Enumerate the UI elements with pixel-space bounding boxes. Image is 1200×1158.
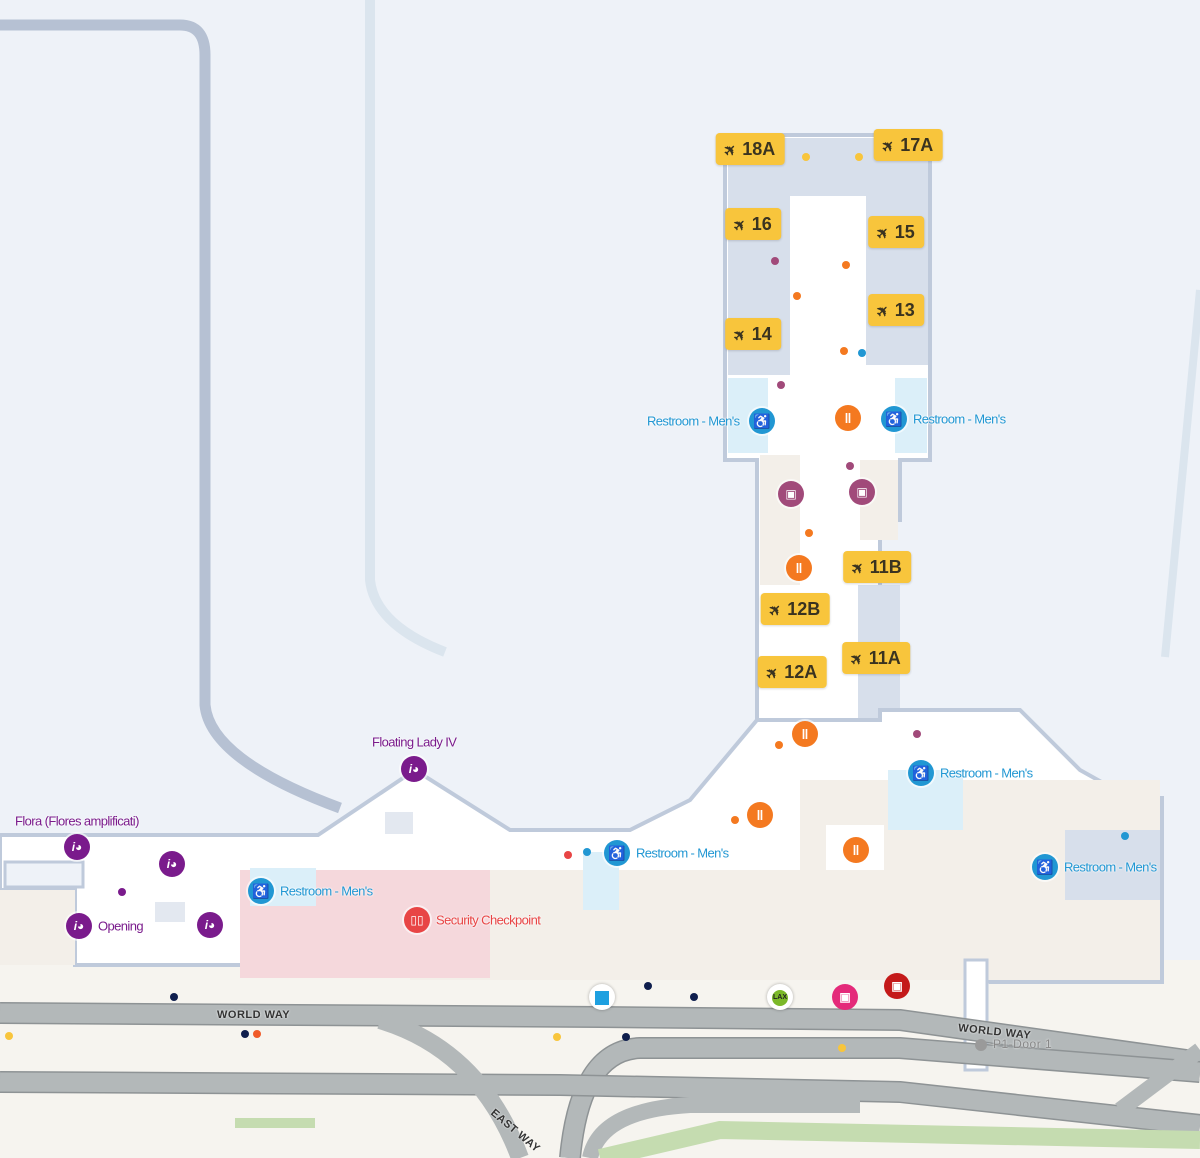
restroom-label[interactable]: Restroom - Men's	[280, 883, 373, 899]
walkway	[3, 860, 85, 889]
restroom-men-icon[interactable]: ♿	[749, 408, 775, 434]
bus-icon[interactable]: ▣	[884, 973, 910, 999]
poi-dot[interactable]	[1121, 832, 1129, 840]
fork-knife-icon[interactable]: ǁ	[792, 721, 818, 747]
gate-18a[interactable]: ✈18A	[715, 133, 785, 165]
gate-12b[interactable]: ✈12B	[760, 593, 830, 625]
restroom-label[interactable]: Restroom - Men's	[647, 413, 740, 429]
shuttle-bus-icon[interactable]: ▣	[832, 984, 858, 1010]
restroom-label[interactable]: Restroom - Men's	[636, 845, 729, 861]
poi-dot[interactable]	[241, 1030, 249, 1038]
art-label-flora[interactable]: Flora (Flores amplificati)	[15, 813, 139, 829]
poi-dot[interactable]	[793, 292, 801, 300]
art-palette-icon[interactable]: i◕	[197, 912, 223, 938]
art-palette-icon[interactable]: i◕	[66, 913, 92, 939]
restroom-men-icon[interactable]: ♿	[881, 406, 907, 432]
poi-dot[interactable]	[731, 816, 739, 824]
fork-knife-icon[interactable]: ǁ	[843, 837, 869, 863]
art-palette-icon[interactable]: i◕	[64, 834, 90, 860]
kiosk	[385, 812, 413, 834]
fork-knife-icon[interactable]: ǁ	[786, 555, 812, 581]
poi-dot[interactable]	[858, 349, 866, 357]
poi-dot[interactable]	[564, 851, 572, 859]
gate-16[interactable]: ✈16	[725, 208, 781, 240]
green-area	[235, 1118, 315, 1128]
shopping-icon[interactable]: ▣	[778, 481, 804, 507]
door-label[interactable]: P1-Door 1	[993, 1037, 1053, 1051]
security-checkpoint-icon[interactable]: ▯▯	[404, 907, 430, 933]
poi-dot[interactable]	[644, 982, 652, 990]
restroom-label[interactable]: Restroom - Men's	[940, 765, 1033, 781]
road	[377, 1011, 529, 1158]
poi-dot[interactable]	[777, 381, 785, 389]
art-palette-icon[interactable]: i◕	[401, 756, 427, 782]
gate-13[interactable]: ✈13	[868, 294, 924, 326]
poi-dot[interactable]	[253, 1030, 261, 1038]
door-marker[interactable]	[975, 1039, 987, 1051]
road-label-world-way: WORLD WAY	[217, 1009, 291, 1021]
poi-dot[interactable]	[802, 153, 810, 161]
poi-dot[interactable]	[553, 1033, 561, 1041]
flyaway-bus-icon[interactable]	[589, 984, 615, 1010]
poi-dot[interactable]	[771, 257, 779, 265]
poi-dot[interactable]	[842, 261, 850, 269]
road	[560, 1038, 1200, 1158]
shopping-icon[interactable]: ▣	[849, 479, 875, 505]
restroom-label[interactable]: Restroom - Men's	[913, 411, 1006, 427]
restroom-men-icon[interactable]: ♿	[248, 878, 274, 904]
road	[0, 1072, 1200, 1135]
restroom-label[interactable]: Restroom - Men's	[1064, 859, 1157, 875]
poi-dot[interactable]	[690, 993, 698, 1001]
road	[582, 1097, 860, 1158]
poi-dot[interactable]	[840, 347, 848, 355]
poi-dot[interactable]	[846, 462, 854, 470]
restroom-men-icon[interactable]: ♿	[908, 760, 934, 786]
restroom-men-icon[interactable]: ♿	[1032, 854, 1058, 880]
poi-dot[interactable]	[622, 1033, 630, 1041]
poi-dot[interactable]	[855, 153, 863, 161]
poi-dot[interactable]	[170, 993, 178, 1001]
service-area	[0, 890, 75, 965]
poi-dot[interactable]	[118, 888, 126, 896]
fork-knife-icon[interactable]: ǁ	[835, 405, 861, 431]
kiosk	[155, 902, 185, 922]
green-area	[597, 1120, 1200, 1158]
poi-dot[interactable]	[913, 730, 921, 738]
restroom-men-icon[interactable]: ♿	[604, 840, 630, 866]
road	[0, 1003, 1200, 1072]
taxi-line	[1161, 289, 1200, 658]
service-area	[410, 870, 1160, 980]
poi-dot[interactable]	[583, 848, 591, 856]
poi-dot[interactable]	[805, 529, 813, 537]
road	[1115, 1043, 1200, 1117]
gate-12a[interactable]: ✈12A	[757, 656, 827, 688]
gate-14[interactable]: ✈14	[725, 318, 781, 350]
poi-dot[interactable]	[838, 1044, 846, 1052]
airside-road	[0, 19, 342, 814]
gate-11b[interactable]: ✈11B	[843, 551, 911, 583]
art-label-opening[interactable]: Opening	[98, 918, 144, 934]
art-palette-icon[interactable]: i◕	[159, 851, 185, 877]
security-checkpoint-label[interactable]: Security Checkpoint	[436, 912, 541, 928]
gate-15[interactable]: ✈15	[868, 216, 924, 248]
taxi-line	[365, 0, 447, 657]
gate-17a[interactable]: ✈17A	[873, 129, 943, 161]
poi-dot[interactable]	[775, 741, 783, 749]
art-label-floating-lady[interactable]: Floating Lady IV	[372, 734, 457, 750]
gate-hold-area	[1065, 830, 1160, 900]
poi-dot[interactable]	[5, 1032, 13, 1040]
gate-11a[interactable]: ✈11A	[842, 642, 910, 674]
lax-it-icon[interactable]: LAX	[767, 984, 793, 1010]
fork-knife-icon[interactable]: ǁ	[747, 802, 773, 828]
